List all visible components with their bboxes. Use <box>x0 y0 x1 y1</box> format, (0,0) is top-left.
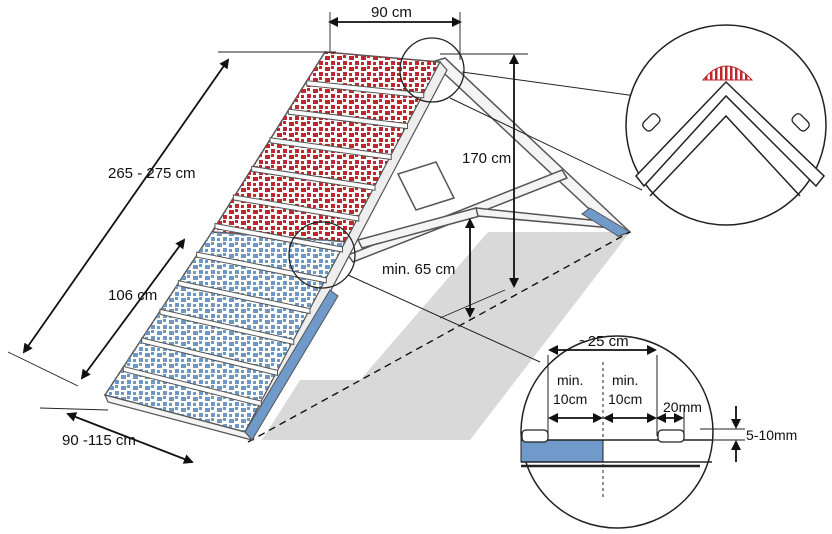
back-leg-blue <box>581 207 632 237</box>
total-length-label: 265 - 275 cm <box>108 165 196 182</box>
slat-callout-line <box>347 274 541 363</box>
detail-min-left-label: min. <box>557 372 583 388</box>
detail-min-right-value: 10cm <box>608 391 642 407</box>
bottom-width-label: 90 -115 cm <box>62 432 136 449</box>
detail-min-right-label: min. <box>612 372 638 388</box>
slat-detail <box>520 335 745 529</box>
apex-detail <box>625 24 827 226</box>
slat-width-label: 20mm <box>663 399 702 415</box>
apex-callout-line-bottom <box>449 97 643 191</box>
ramp-slat <box>287 108 408 130</box>
detail-total-label: ~25 cm <box>579 333 629 350</box>
apex-callout-line-top <box>461 71 637 97</box>
apex-callout-circle <box>399 37 465 103</box>
top-width-label: 90 cm <box>371 4 412 21</box>
dimension-lines <box>22 17 741 464</box>
ground-shadow <box>262 232 630 440</box>
ramp-slat <box>232 194 360 222</box>
height-label: 170 cm <box>462 150 511 167</box>
ground-dashed-line <box>247 231 631 443</box>
extension-lines <box>7 12 528 411</box>
ramp-slat <box>306 80 425 99</box>
slat-height-label: 5-10mm <box>746 427 797 443</box>
slat-callout-circle <box>288 221 356 289</box>
ramp-slat <box>269 137 392 161</box>
min-height-label: min. 65 cm <box>382 261 455 278</box>
ramp-slat <box>251 165 376 191</box>
lower-section-label: 106 cm <box>108 287 157 304</box>
detail-min-left-value: 10cm <box>553 391 587 407</box>
